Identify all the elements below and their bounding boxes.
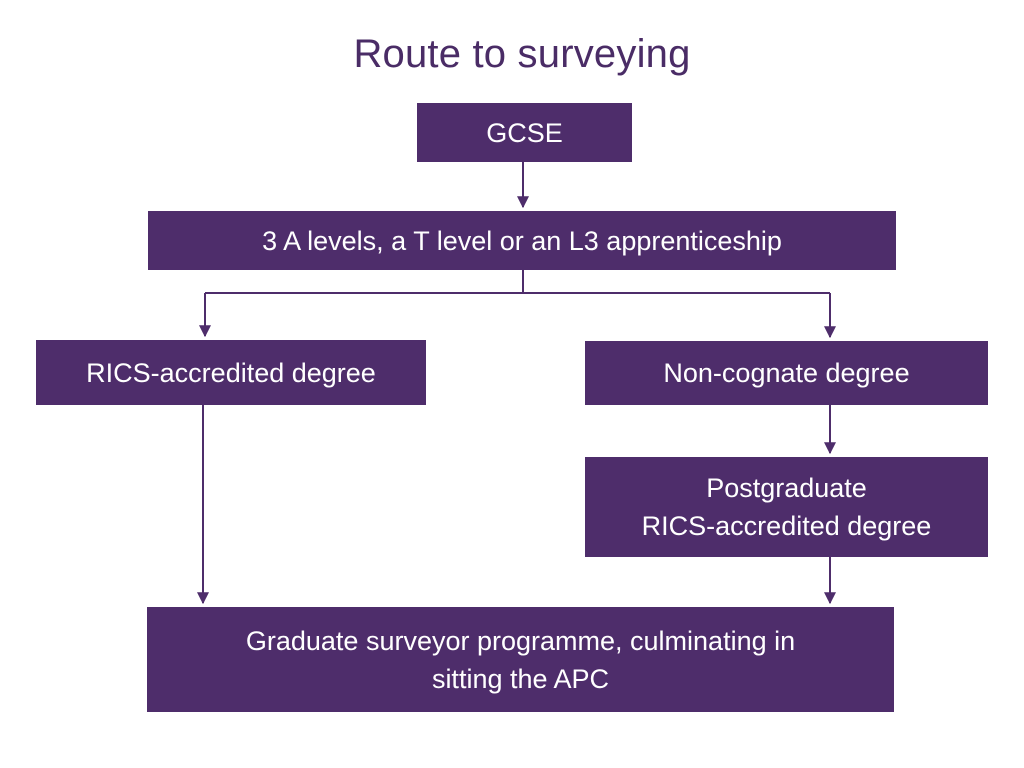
node-graduate-line1: Graduate surveyor programme, culminating…	[245, 625, 796, 656]
node-level3-qualifications: 3 A levels, a T level or an L3 apprentic…	[148, 211, 896, 270]
node-postgraduate-line2: RICS-accredited degree	[641, 511, 932, 541]
node-gcse: GCSE	[417, 103, 632, 162]
node-rics-degree-label: RICS-accredited degree	[86, 357, 376, 388]
node-non-cognate-label: Non-cognate degree	[663, 358, 910, 388]
node-postgraduate-degree: Postgraduate RICS-accredited degree	[585, 457, 988, 557]
node-gcse-label: GCSE	[486, 117, 563, 148]
node-level3-label: 3 A levels, a T level or an L3 apprentic…	[262, 225, 782, 256]
node-rics-accredited-degree: RICS-accredited degree	[36, 340, 426, 405]
node-non-cognate-degree: Non-cognate degree	[585, 341, 988, 405]
node-postgraduate-line1: Postgraduate	[706, 473, 867, 503]
node-graduate-programme: Graduate surveyor programme, culminating…	[147, 607, 894, 712]
node-graduate-line2: sitting the APC	[431, 663, 610, 694]
diagram-title: Route to surveying	[353, 32, 691, 76]
